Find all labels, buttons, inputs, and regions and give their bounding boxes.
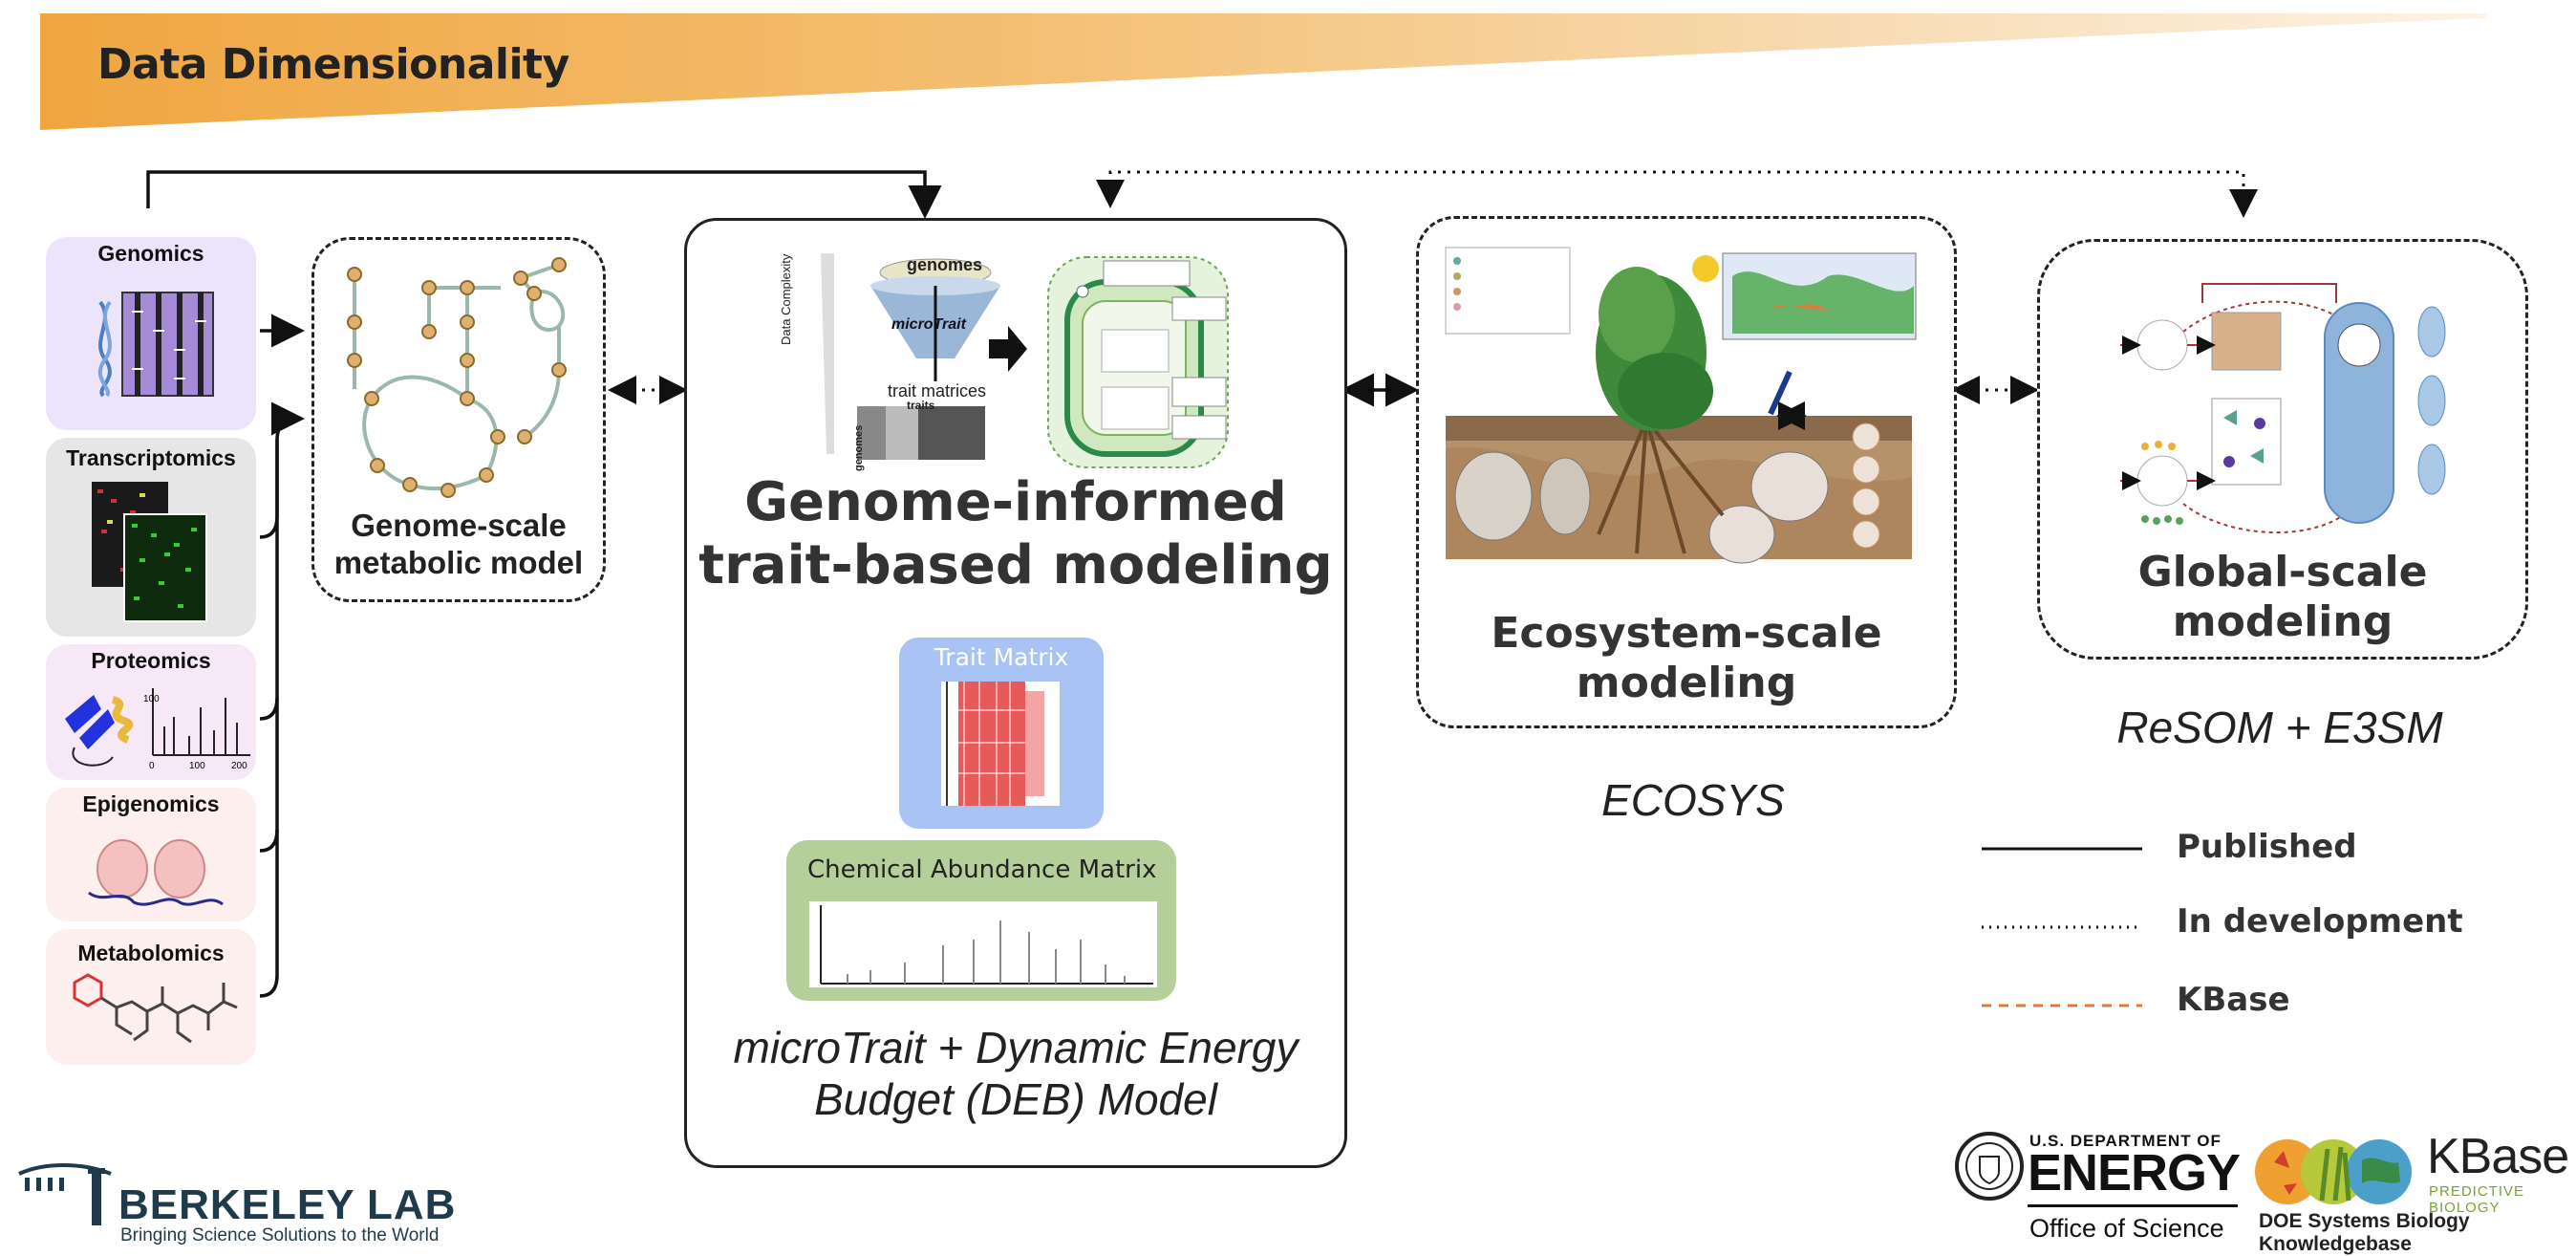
omic-transcriptomics: Transcriptomics	[46, 438, 256, 637]
doe-office: Office of Science	[2029, 1214, 2224, 1243]
resom-diagram-figure	[2120, 283, 2446, 533]
omic-label: Transcriptomics	[66, 445, 236, 470]
trait-matrix-card: Trait Matrix	[899, 638, 1104, 829]
global-box: Global-scale modeling	[2037, 239, 2528, 660]
berkeley-lab-name: BERKELEY LAB	[118, 1181, 457, 1228]
chemical-matrix-title: Chemical Abundance Matrix	[807, 855, 1157, 884]
omic-label: Metabolomics	[77, 941, 225, 965]
kbase-name: KBase	[2427, 1129, 2569, 1184]
protein-icon	[65, 695, 134, 767]
funnel-microtrait-label: microTrait	[891, 316, 966, 333]
x-tick: 200	[231, 761, 247, 771]
chemical-spectrum	[809, 901, 1157, 987]
omic-epigenomics: Epigenomics	[46, 788, 256, 921]
page-title: Data Dimensionality	[97, 40, 569, 89]
berkeley-lab-tagline: Bringing Science Solutions to the World	[120, 1225, 440, 1245]
ecosystem-soil-figure	[1445, 247, 1917, 564]
legend-lines	[1982, 847, 2142, 1007]
x-tick: 100	[189, 761, 205, 771]
trait-matrix-heatmap	[941, 682, 1060, 806]
x-tick: 0	[149, 761, 155, 771]
y-tick: 100	[143, 694, 160, 704]
trait-based-box: genomes microTrait trait matrices traits…	[684, 218, 1347, 1168]
omic-metabolomics: Metabolomics	[46, 929, 256, 1065]
dna-icon	[97, 292, 214, 398]
omic-genomics: Genomics	[46, 237, 256, 430]
legend-kbase: KBase	[2177, 981, 2290, 1019]
omic-proteomics: Proteomics 100 0 100 200	[46, 644, 256, 780]
ecosystem-caption: ECOSYS	[1601, 775, 1785, 825]
global-caption: ReSOM + E3SM	[2116, 703, 2443, 752]
microtrait-funnel-figure	[821, 253, 1000, 460]
doe-energy: ENERGY	[2028, 1144, 2241, 1202]
omic-label: Proteomics	[91, 648, 211, 673]
trait-based-title: Genome-informed trait-based modeling	[698, 471, 1333, 597]
genome-scale-title: Genome-scale metabolic model	[333, 508, 584, 580]
right-arrow-icon	[989, 326, 1027, 372]
mass-spectrum-icon: 100 0 100 200	[143, 688, 250, 771]
ecosystem-title: Ecosystem-scale modeling	[1491, 609, 1882, 707]
chemical-matrix-card: Chemical Abundance Matrix	[786, 840, 1176, 1001]
doe-department: U.S. DEPARTMENT OF	[2029, 1132, 2222, 1150]
berkeley-lab-icon	[18, 1163, 112, 1225]
funnel-trait-matrices-label: trait matrices	[888, 381, 987, 401]
legend-in-development: In development	[2177, 902, 2463, 941]
kbase-full-name: DOE Systems Biology Knowledgebase	[2259, 1210, 2470, 1255]
global-title: Global-scale modeling	[2137, 548, 2428, 646]
omic-label: Epigenomics	[82, 791, 220, 816]
kbase-bubbles-icon	[2255, 1139, 2412, 1204]
omic-label: Genomics	[97, 241, 204, 266]
kbase-tag: PREDICTIVE BIOLOGY	[2429, 1183, 2525, 1216]
doe-divider	[2028, 1204, 2238, 1207]
doe-seal-icon	[1955, 1132, 2024, 1201]
trait-matrix-title: Trait Matrix	[934, 643, 1069, 671]
nucleosome-icon	[88, 839, 224, 906]
matrix-rows-label: genomes	[853, 424, 865, 471]
genome-scale-box: Genome-scale metabolic model	[311, 237, 606, 602]
trait-based-caption: microTrait + Dynamic Energy Budget (DEB)…	[733, 1023, 1299, 1125]
ecosystem-box: Ecosystem-scale modeling	[1416, 216, 1957, 728]
molecule-icon	[73, 973, 238, 1044]
cell-diagram-figure	[1047, 256, 1229, 468]
data-complexity-axis: Data Complexity	[779, 253, 793, 345]
legend-published: Published	[2177, 828, 2357, 866]
microarray-icon	[92, 482, 207, 622]
metabolic-network-icon	[347, 257, 567, 498]
matrix-cols-label: traits	[907, 399, 935, 412]
funnel-genomes-label: genomes	[907, 255, 983, 274]
